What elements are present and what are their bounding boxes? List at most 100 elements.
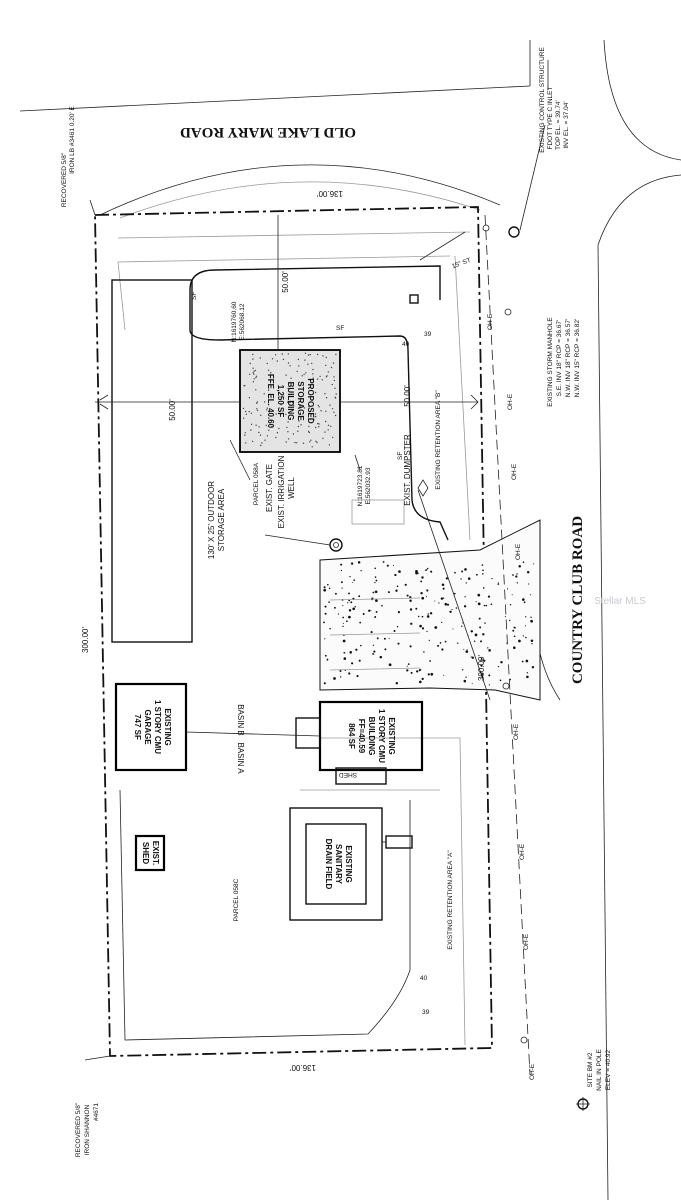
svg-text:OH-E: OH-E	[511, 463, 518, 480]
existing-garage	[114, 682, 188, 772]
note-recovered-top-1: RECOVERED 5/8"	[61, 152, 68, 207]
svg-text:OH-E: OH-E	[515, 543, 522, 560]
svg-text:EXISTING: EXISTING	[387, 717, 396, 754]
road-country-club: COUNTRY CLUB ROAD	[570, 516, 586, 684]
note-coord-bottom-1: N:1619723.81	[357, 465, 364, 506]
basin-divide-line	[185, 731, 321, 737]
svg-text:39: 39	[424, 331, 432, 338]
note-coord-top-2: E:562068.12	[239, 303, 246, 340]
note-recovered-top-2: IRON LB #3461 0.20' E	[69, 105, 76, 173]
retention-area-a-edge	[119, 789, 411, 1041]
svg-text:747 SF: 747 SF	[133, 714, 142, 740]
note-manhole-3: N.W. INV 18" RCP = 36.57'	[565, 319, 572, 397]
note-manhole-2: S.E. INV 18" RCP = 36.67'	[556, 320, 563, 397]
svg-text:1,250 SF: 1,250 SF	[276, 385, 285, 418]
dim-setback-left: 50.00'	[168, 399, 177, 421]
note-control-2: FDOT TYPE C INLET	[547, 86, 554, 149]
building-porch	[295, 717, 321, 749]
svg-text:FF=40.59: FF=40.59	[357, 719, 366, 754]
irrigation-well-icon	[329, 538, 343, 552]
label-basin-b: BASIN B	[236, 704, 245, 736]
svg-text:PROPOSED: PROPOSED	[306, 378, 315, 424]
note-control-3: TOP EL. = 39.74'	[555, 100, 562, 150]
note-pipe: 15" ST	[451, 257, 472, 270]
label-shed: SHED	[339, 771, 357, 778]
label-retention-b: EXISTING RETENTION AREA "B"	[435, 390, 442, 490]
note-recovered-bottom-3: #4671	[93, 1103, 100, 1121]
label-retention-a: EXISTING RETENTION AREA "A"	[447, 850, 454, 950]
note-coord-top-1: N:1619760.60	[231, 301, 238, 342]
curb-lines	[117, 231, 471, 1046]
svg-text:SHED: SHED	[141, 842, 150, 864]
note-bm-3: ELEV = 40.92	[605, 1049, 612, 1090]
utility-pole-icon	[504, 308, 512, 316]
note-recovered-bottom-2: IRON SHANNON	[84, 1104, 91, 1155]
svg-text:DRAIN FIELD: DRAIN FIELD	[324, 839, 333, 890]
svg-text:OH-E: OH-E	[529, 1063, 536, 1080]
proposed-building-text: PROPOSED STORAGE BUILDING 1,250 SF FFE. …	[266, 374, 315, 429]
svg-text:1 STORY CMU: 1 STORY CMU	[377, 709, 386, 763]
svg-text:FFE. EL. 40.60: FFE. EL. 40.60	[266, 374, 275, 429]
label-outdoor-storage-1: 130' X 25' OUTDOOR	[207, 481, 216, 559]
svg-text:STORAGE: STORAGE	[296, 381, 305, 421]
note-recovered-bottom-1: RECOVERED 5/8"	[75, 1102, 82, 1157]
note-manhole-1: EXISTING STORM MANHOLE	[547, 317, 554, 407]
svg-text:39: 39	[422, 1009, 430, 1016]
silt-fence-top	[189, 265, 441, 300]
sf-labels: SF SF SF	[191, 292, 404, 460]
benchmark-icon	[576, 1097, 590, 1111]
existing-shed-small	[335, 767, 387, 785]
dumpster-star-icon	[417, 479, 429, 497]
svg-text:EXISTING: EXISTING	[163, 708, 172, 745]
svg-text:OH-E: OH-E	[513, 723, 520, 740]
note-bm-1: SITE BM #2	[587, 1052, 594, 1087]
outdoor-storage-area	[111, 279, 193, 643]
drain-field-outer	[289, 807, 383, 921]
oh-e-labels: OH-E OH-E OH-E OH-E OH-E OH-E OH-E OH-E	[487, 313, 536, 1080]
shed-text: EXIST. SHED	[141, 841, 160, 865]
dim-left: 300.00'	[81, 627, 90, 653]
svg-text:40: 40	[420, 975, 428, 982]
utility-pole-icon	[502, 682, 510, 690]
dim-setback-right: 50.00'	[403, 385, 412, 407]
utility-pole-icon	[520, 1036, 528, 1044]
label-parcel-a: PARCEL 058A	[253, 462, 260, 505]
svg-text:OH-E: OH-E	[487, 313, 494, 330]
svg-text:OH-E: OH-E	[507, 393, 514, 410]
svg-text:864 SF: 864 SF	[347, 723, 356, 749]
dumpster-pad	[351, 499, 405, 525]
svg-text:SF: SF	[336, 325, 344, 332]
drain-field-inner	[305, 823, 367, 905]
svg-text:SANITARY: SANITARY	[334, 844, 343, 885]
note-control-4: INV EL. = 37.04'	[563, 101, 570, 148]
paved-driveway	[319, 519, 541, 701]
dim-top: 136.00'	[317, 189, 343, 198]
label-dumpster: EXIST. DUMPSTER	[403, 434, 412, 506]
svg-text:OH-E: OH-E	[523, 933, 530, 950]
label-irrigation-2: WELL	[287, 477, 296, 499]
svg-text:BUILDING: BUILDING	[367, 717, 376, 756]
proposed-storage-building	[239, 349, 341, 453]
contour-labels: 40 39 40 39	[402, 331, 432, 1016]
existing-shed	[134, 834, 166, 872]
overhead-electric-line	[484, 214, 531, 1076]
svg-text:EXISTING: EXISTING	[344, 845, 353, 882]
label-irrigation-1: EXIST. IRRIGATION	[277, 455, 286, 528]
svg-text:OH-E: OH-E	[519, 843, 526, 860]
cmu-building-text: EXISTING 1 STORY CMU BUILDING FF=40.59 8…	[347, 709, 396, 763]
note-control-1: EXISTING CONTROL STRUCTURE	[539, 47, 546, 153]
drainfield-text: EXISTING SANITARY DRAIN FIELD	[324, 839, 353, 890]
irrigation-well-inner-icon	[333, 542, 339, 548]
note-bm-2: NAIL IN POLE	[596, 1049, 603, 1091]
storm-manhole-icon	[508, 226, 520, 238]
svg-text:40: 40	[402, 341, 410, 348]
utility-pole-icon	[482, 224, 490, 232]
retention-area-b-edge	[189, 290, 449, 541]
watermark: Stellar MLS	[594, 596, 646, 607]
svg-text:GARAGE: GARAGE	[143, 709, 152, 745]
note-coord-bottom-2: E:562032.93	[365, 467, 372, 504]
svg-text:BUILDING: BUILDING	[286, 382, 295, 421]
svg-text:SF: SF	[397, 452, 404, 460]
note-manhole-4: N.W. INV 15" RCP = 36.82'	[574, 319, 581, 397]
inlet-icon	[409, 294, 419, 304]
